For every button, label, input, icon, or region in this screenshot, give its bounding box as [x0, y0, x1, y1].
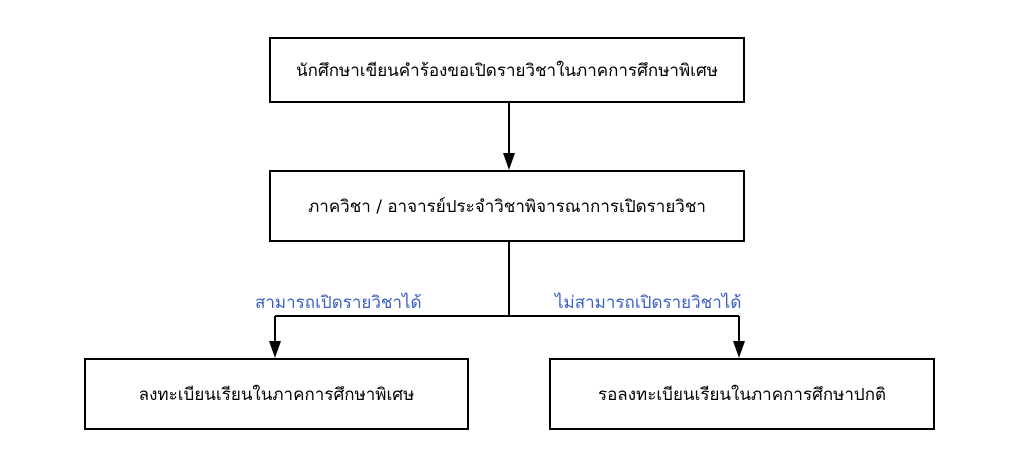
- arrowhead-to-node-2: [503, 153, 515, 170]
- node-label: ลงทะเบียนเรียนในภาคการศึกษาพิเศษ: [138, 384, 415, 405]
- flowchart-node-wait-regular: รอลงทะเบียนเรียนในภาคการศึกษาปกติ: [549, 358, 935, 430]
- flowchart-node-department-review: ภาควิชา / อาจารย์ประจำวิชาพิจารณาการเปิด…: [269, 170, 745, 242]
- node-label: นักศึกษาเขียนคำร้องขอเปิดรายวิชาในภาคการ…: [296, 60, 718, 81]
- edge-label-no: ไม่สามารถเปิดรายวิชาได้: [555, 293, 742, 313]
- node-label: ภาควิชา / อาจารย์ประจำวิชาพิจารณาการเปิด…: [308, 196, 706, 217]
- flowchart-node-submit-request: นักศึกษาเขียนคำร้องขอเปิดรายวิชาในภาคการ…: [269, 37, 745, 103]
- flowchart-node-register-special: ลงทะเบียนเรียนในภาคการศึกษาพิเศษ: [84, 358, 469, 430]
- edge-label-yes: สามารถเปิดรายวิชาได้: [255, 293, 422, 313]
- node-label: รอลงทะเบียนเรียนในภาคการศึกษาปกติ: [597, 384, 887, 405]
- arrowhead-to-node-4: [733, 341, 745, 358]
- arrowhead-to-node-3: [269, 341, 281, 358]
